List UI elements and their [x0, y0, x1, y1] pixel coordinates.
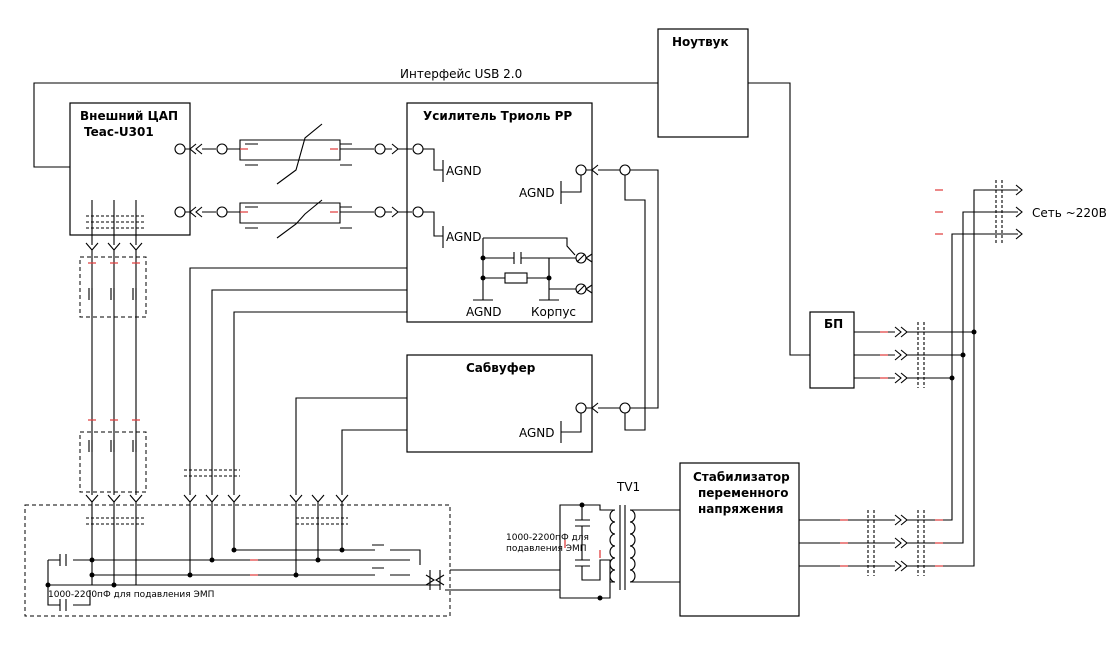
amp-out-line-1	[189, 267, 407, 495]
subwoofer-title: Сабвуфер	[466, 361, 536, 375]
distribution-block	[24, 504, 451, 617]
sub-signal-cable	[624, 169, 659, 431]
amplifier-block	[406, 102, 593, 323]
amp-out-line-2	[211, 289, 407, 495]
rca-cable-right	[174, 199, 424, 239]
amp-ground-network: AGND Корпус	[466, 237, 593, 319]
amp-agnd-left-1: AGND	[423, 148, 482, 182]
dac-block	[69, 102, 191, 236]
usb-label: Интерфейс USB 2.0	[400, 67, 522, 81]
stabilizer-title-1: Стабилизатор	[693, 470, 790, 484]
chassis-label: Корпус	[531, 305, 576, 319]
laptop-block	[657, 28, 749, 138]
agnd-label: AGND	[519, 426, 555, 440]
agnd-label: AGND	[519, 186, 555, 200]
distribution-inputs: 1000-2200пФ для подавления ЭМП	[45, 469, 445, 611]
agnd-label: AGND	[446, 230, 482, 244]
laptop-psu-line	[748, 82, 810, 356]
amp-out-line-3	[233, 311, 407, 495]
dac-power-cable	[79, 200, 147, 495]
mains-distribution: Сеть ~220В	[799, 180, 1107, 576]
psu-block	[809, 311, 855, 389]
amp-agnd-right: AGND	[519, 164, 631, 204]
laptop-title: Ноутвук	[672, 35, 729, 49]
cap-note-tr-2: подавления ЭМП	[506, 544, 587, 554]
usb-cable	[33, 82, 658, 168]
sub-out-line-2	[341, 429, 407, 495]
amplifier-title: Усилитель Триоль РР	[423, 109, 572, 123]
stabilizer-title-3: напряжения	[698, 502, 783, 516]
agnd-label: AGND	[466, 305, 502, 319]
amp-agnd-left-2: AGND	[423, 211, 482, 248]
psu-title: БП	[824, 317, 843, 331]
transformer-label: TV1	[616, 480, 640, 494]
dac-title: Внешний ЦАП	[80, 109, 178, 123]
cap-note-tr-1: 1000-2200пФ для	[506, 533, 589, 543]
sub-out-line-1	[295, 397, 407, 495]
stabilizer-title-2: переменного	[698, 486, 788, 500]
wire-marks	[88, 148, 943, 576]
rca-cable-left	[174, 123, 424, 185]
cap-note-bottom: 1000-2200пФ для подавления ЭМП	[48, 590, 214, 600]
agnd-label: AGND	[446, 164, 482, 178]
dac-model: Teac-U301	[84, 125, 154, 139]
mains-label: Сеть ~220В	[1032, 206, 1107, 220]
stabilizer-block	[679, 462, 800, 617]
transformer-tv1: TV1 1000-2200пФ для подавления ЭМП	[445, 480, 680, 601]
